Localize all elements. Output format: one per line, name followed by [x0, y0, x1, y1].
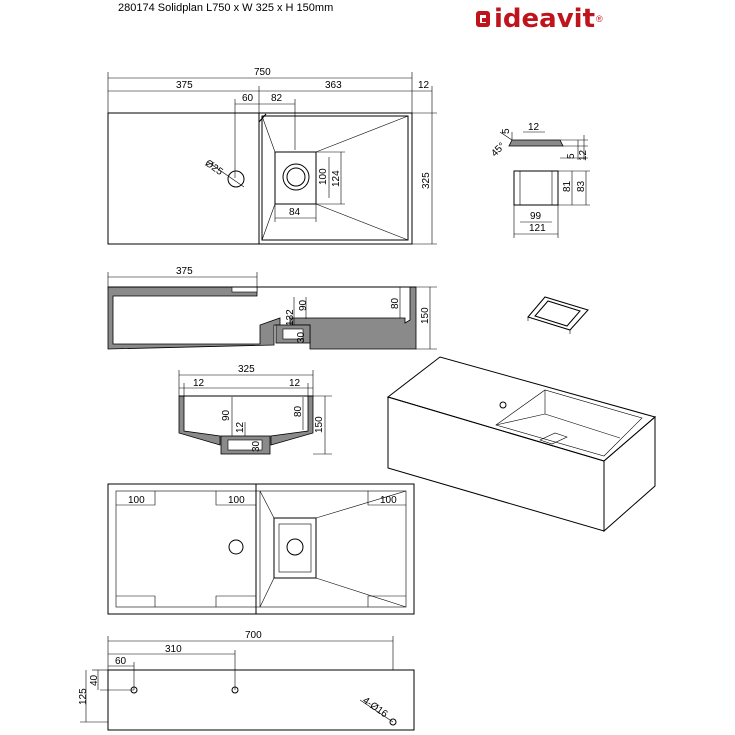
bottom-310: 310 [165, 644, 182, 655]
dim-top-82: 82 [271, 93, 283, 104]
side-150: 150 [420, 307, 431, 324]
dim-84: 84 [289, 207, 301, 218]
front-section: 325 12 12 90 80 12 150 30 [178, 364, 332, 455]
bottom-125: 125 [78, 688, 89, 705]
side-132: 132 [285, 309, 296, 326]
dim-124: 124 [331, 170, 342, 187]
dim-top-750: 750 [254, 67, 271, 78]
dim-dia25: Ø25 [203, 158, 225, 178]
front-150: 150 [314, 416, 325, 433]
dim-top-363: 363 [325, 80, 342, 91]
detail-83: 83 [576, 180, 587, 192]
detail-121: 121 [529, 223, 546, 234]
front-12c: 12 [235, 421, 246, 433]
detail-99: 99 [530, 211, 542, 222]
dim-325: 325 [421, 172, 432, 189]
top-view: 750 375 363 12 60 82 Ø25 100 124 [107, 67, 437, 245]
front-80: 80 [293, 405, 304, 417]
detail-12: 12 [528, 122, 540, 133]
detail-5a: 5 [501, 128, 512, 134]
side-375: 375 [176, 266, 193, 277]
plan-100a: 100 [128, 495, 145, 506]
drain-detail: 5 12 45° 5 12 81 83 99 121 [489, 122, 590, 334]
registered-mark: ® [596, 14, 603, 24]
front-325: 325 [238, 364, 255, 375]
side-80: 80 [390, 297, 401, 309]
dim-top-375: 375 [176, 80, 193, 91]
hole-view: 700 310 60 40 125 4-Ø16 [78, 630, 415, 731]
side-90: 90 [298, 299, 309, 311]
front-12b: 12 [289, 378, 301, 389]
brand-name: ideavit [494, 4, 595, 34]
plan-100c: 100 [380, 495, 397, 506]
bottom-700: 700 [245, 630, 262, 641]
product-title: 280174 Solidplan L750 x W 325 x H 150mm [118, 2, 334, 14]
side-30: 30 [296, 331, 307, 343]
plan-100b: 100 [228, 495, 245, 506]
front-30: 30 [251, 440, 262, 452]
plan-view: 100 100 100 [107, 483, 415, 615]
front-12a: 12 [193, 378, 205, 389]
bottom-holes: 4-Ø16 [360, 695, 389, 720]
dim-top-12: 12 [418, 80, 430, 91]
detail-81: 81 [562, 180, 573, 192]
brand-logo: ideavit® [476, 4, 603, 34]
bottom-40: 40 [89, 674, 100, 686]
side-section: 375 132 90 80 150 30 [107, 266, 437, 350]
dim-top-60: 60 [242, 93, 254, 104]
bottom-60: 60 [115, 656, 127, 667]
detail-5b: 5 [566, 153, 577, 159]
detail-12b: 12 [578, 149, 589, 161]
front-90: 90 [221, 409, 232, 421]
detail-45: 45° [489, 141, 507, 159]
logo-mark-icon [476, 11, 490, 27]
dim-100: 100 [318, 168, 329, 185]
iso-view [386, 356, 657, 533]
